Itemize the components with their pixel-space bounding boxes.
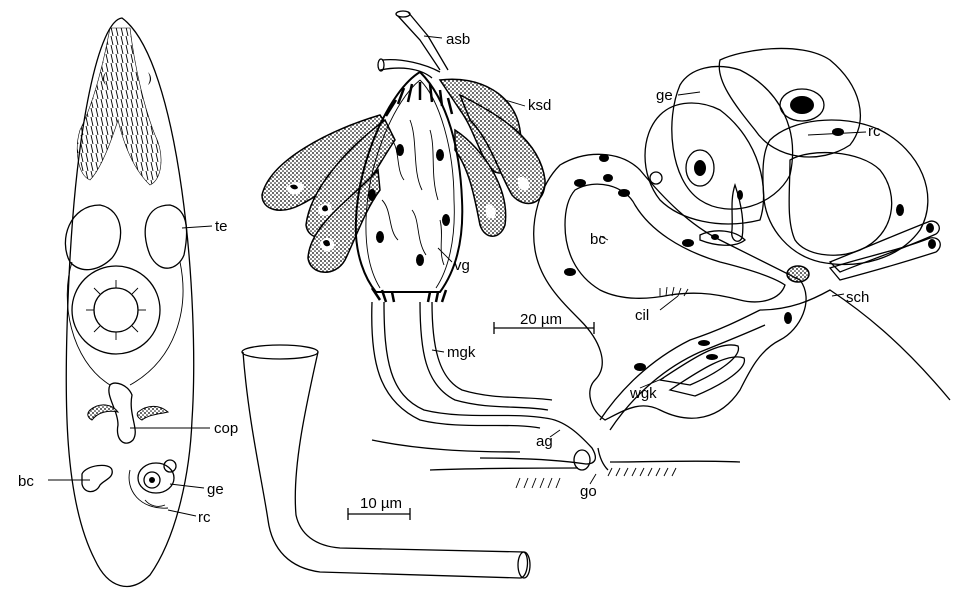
bursa-nuclei bbox=[564, 154, 792, 371]
label-wgk: wgk bbox=[629, 385, 657, 402]
germarium-lobe-1 bbox=[644, 102, 765, 225]
pharynx-rays bbox=[86, 280, 146, 340]
label-rc-right: rc bbox=[868, 123, 881, 140]
receptaculum-rc bbox=[762, 119, 929, 266]
stylet-drawing bbox=[241, 344, 531, 579]
vas-deferens-left bbox=[66, 261, 111, 386]
eye-right-icon bbox=[148, 72, 151, 85]
receptaculum-content bbox=[788, 152, 893, 256]
bursa-copulatrix-left bbox=[81, 464, 113, 493]
ductus-wgk bbox=[599, 309, 761, 421]
label-vg: vg bbox=[454, 257, 470, 274]
cilia-cil bbox=[659, 286, 689, 297]
gland-ksd-5 bbox=[458, 93, 546, 205]
label-ksd: ksd bbox=[528, 97, 551, 114]
vg-muscle-bands bbox=[370, 82, 454, 303]
eye-left-icon bbox=[103, 72, 106, 85]
bursa-lumen bbox=[564, 183, 786, 303]
atrium-ag bbox=[479, 417, 597, 465]
scalebar-large-label: 20 µm bbox=[520, 311, 562, 328]
label-go: go bbox=[580, 483, 597, 500]
label-rc-left: rc bbox=[198, 509, 211, 526]
pharynx-outer bbox=[71, 265, 161, 355]
copulatory-organ bbox=[108, 382, 136, 444]
ductus-mgk bbox=[371, 301, 541, 429]
whole-body-drawing bbox=[64, 17, 195, 588]
receptaculum-left bbox=[128, 469, 169, 509]
epidermis-hatching bbox=[515, 467, 677, 489]
label-ag: ag bbox=[536, 433, 553, 450]
scalebar-large bbox=[493, 322, 595, 334]
leader-lines bbox=[48, 35, 867, 517]
testis-left bbox=[64, 204, 122, 271]
vg-wavy-lines bbox=[381, 119, 445, 266]
label-mgk: mgk bbox=[447, 344, 476, 361]
scalebar-small bbox=[347, 508, 411, 520]
label-cil: cil bbox=[635, 307, 649, 324]
female-system-drawing bbox=[515, 47, 951, 489]
gland-sch-1 bbox=[828, 237, 941, 281]
label-bc-left: bc bbox=[18, 473, 34, 490]
label-ge-left: ge bbox=[207, 481, 224, 498]
label-ge-right: ge bbox=[656, 87, 673, 104]
stylet-tube bbox=[242, 351, 529, 579]
gonopore-go bbox=[597, 447, 609, 471]
copulatory-organ-drawing bbox=[261, 10, 597, 471]
scalebar-small-label: 10 µm bbox=[360, 495, 402, 512]
vg-nuclei bbox=[368, 144, 450, 266]
anterior-pigment bbox=[77, 27, 162, 186]
duct-asb bbox=[397, 15, 441, 71]
label-sch: sch bbox=[846, 289, 869, 306]
germarium-left bbox=[137, 462, 175, 494]
prostate-right bbox=[136, 405, 170, 421]
label-asb: asb bbox=[446, 31, 470, 48]
prostate-left bbox=[87, 404, 120, 421]
label-te: te bbox=[215, 218, 228, 235]
bursa-copulatrix-right bbox=[533, 153, 807, 421]
germarium-lobe-3 bbox=[718, 47, 862, 158]
label-cop: cop bbox=[214, 420, 238, 437]
germarium-lobe-2 bbox=[671, 65, 794, 210]
vas-deferens-right bbox=[129, 261, 184, 386]
body-outline bbox=[65, 17, 195, 588]
label-bc-right: bc bbox=[590, 231, 606, 248]
testis-right bbox=[144, 204, 188, 269]
pharynx-inner bbox=[93, 287, 139, 333]
